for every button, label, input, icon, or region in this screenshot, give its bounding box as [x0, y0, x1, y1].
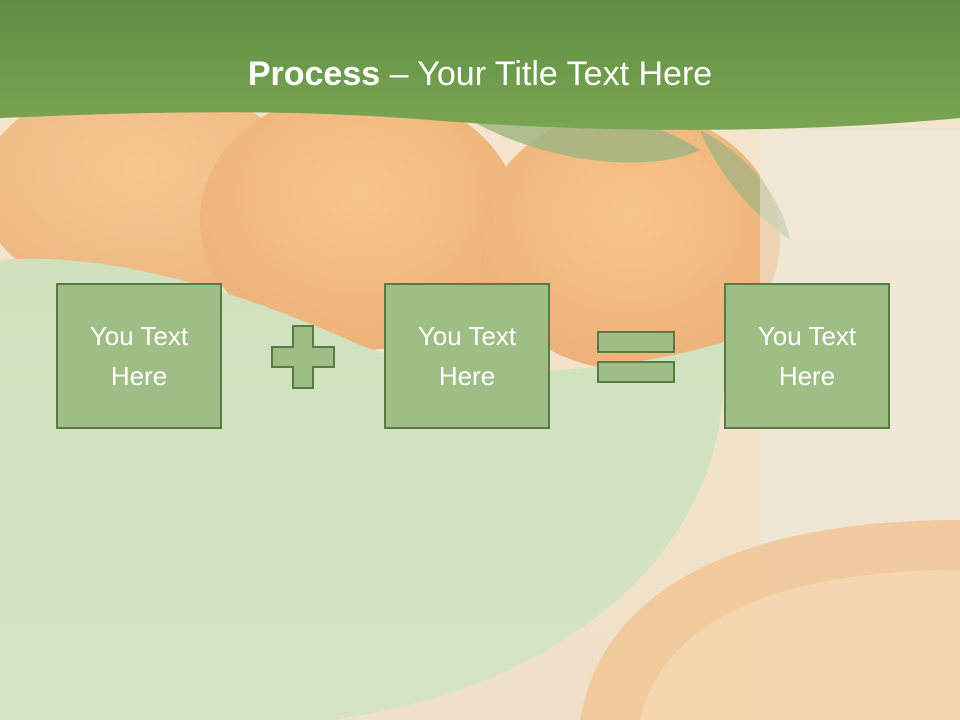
title-rest: Your Title Text Here	[417, 55, 713, 93]
process-step-2-text: You Text Here	[417, 321, 517, 391]
equals-icon	[597, 331, 675, 383]
title-bold-part: Process	[247, 55, 381, 93]
process-result-text: You Text Here	[757, 321, 857, 391]
process-step-1-text: You Text Here	[89, 321, 189, 391]
process-step-2-box[interactable]: You Text Here	[384, 283, 550, 429]
slide-title: Process – Your Title Text Here	[0, 52, 960, 96]
process-result-box[interactable]: You Text Here	[724, 283, 890, 429]
process-step-1-box[interactable]: You Text Here	[56, 283, 222, 429]
title-separator: –	[380, 55, 418, 93]
plus-icon	[271, 325, 335, 389]
